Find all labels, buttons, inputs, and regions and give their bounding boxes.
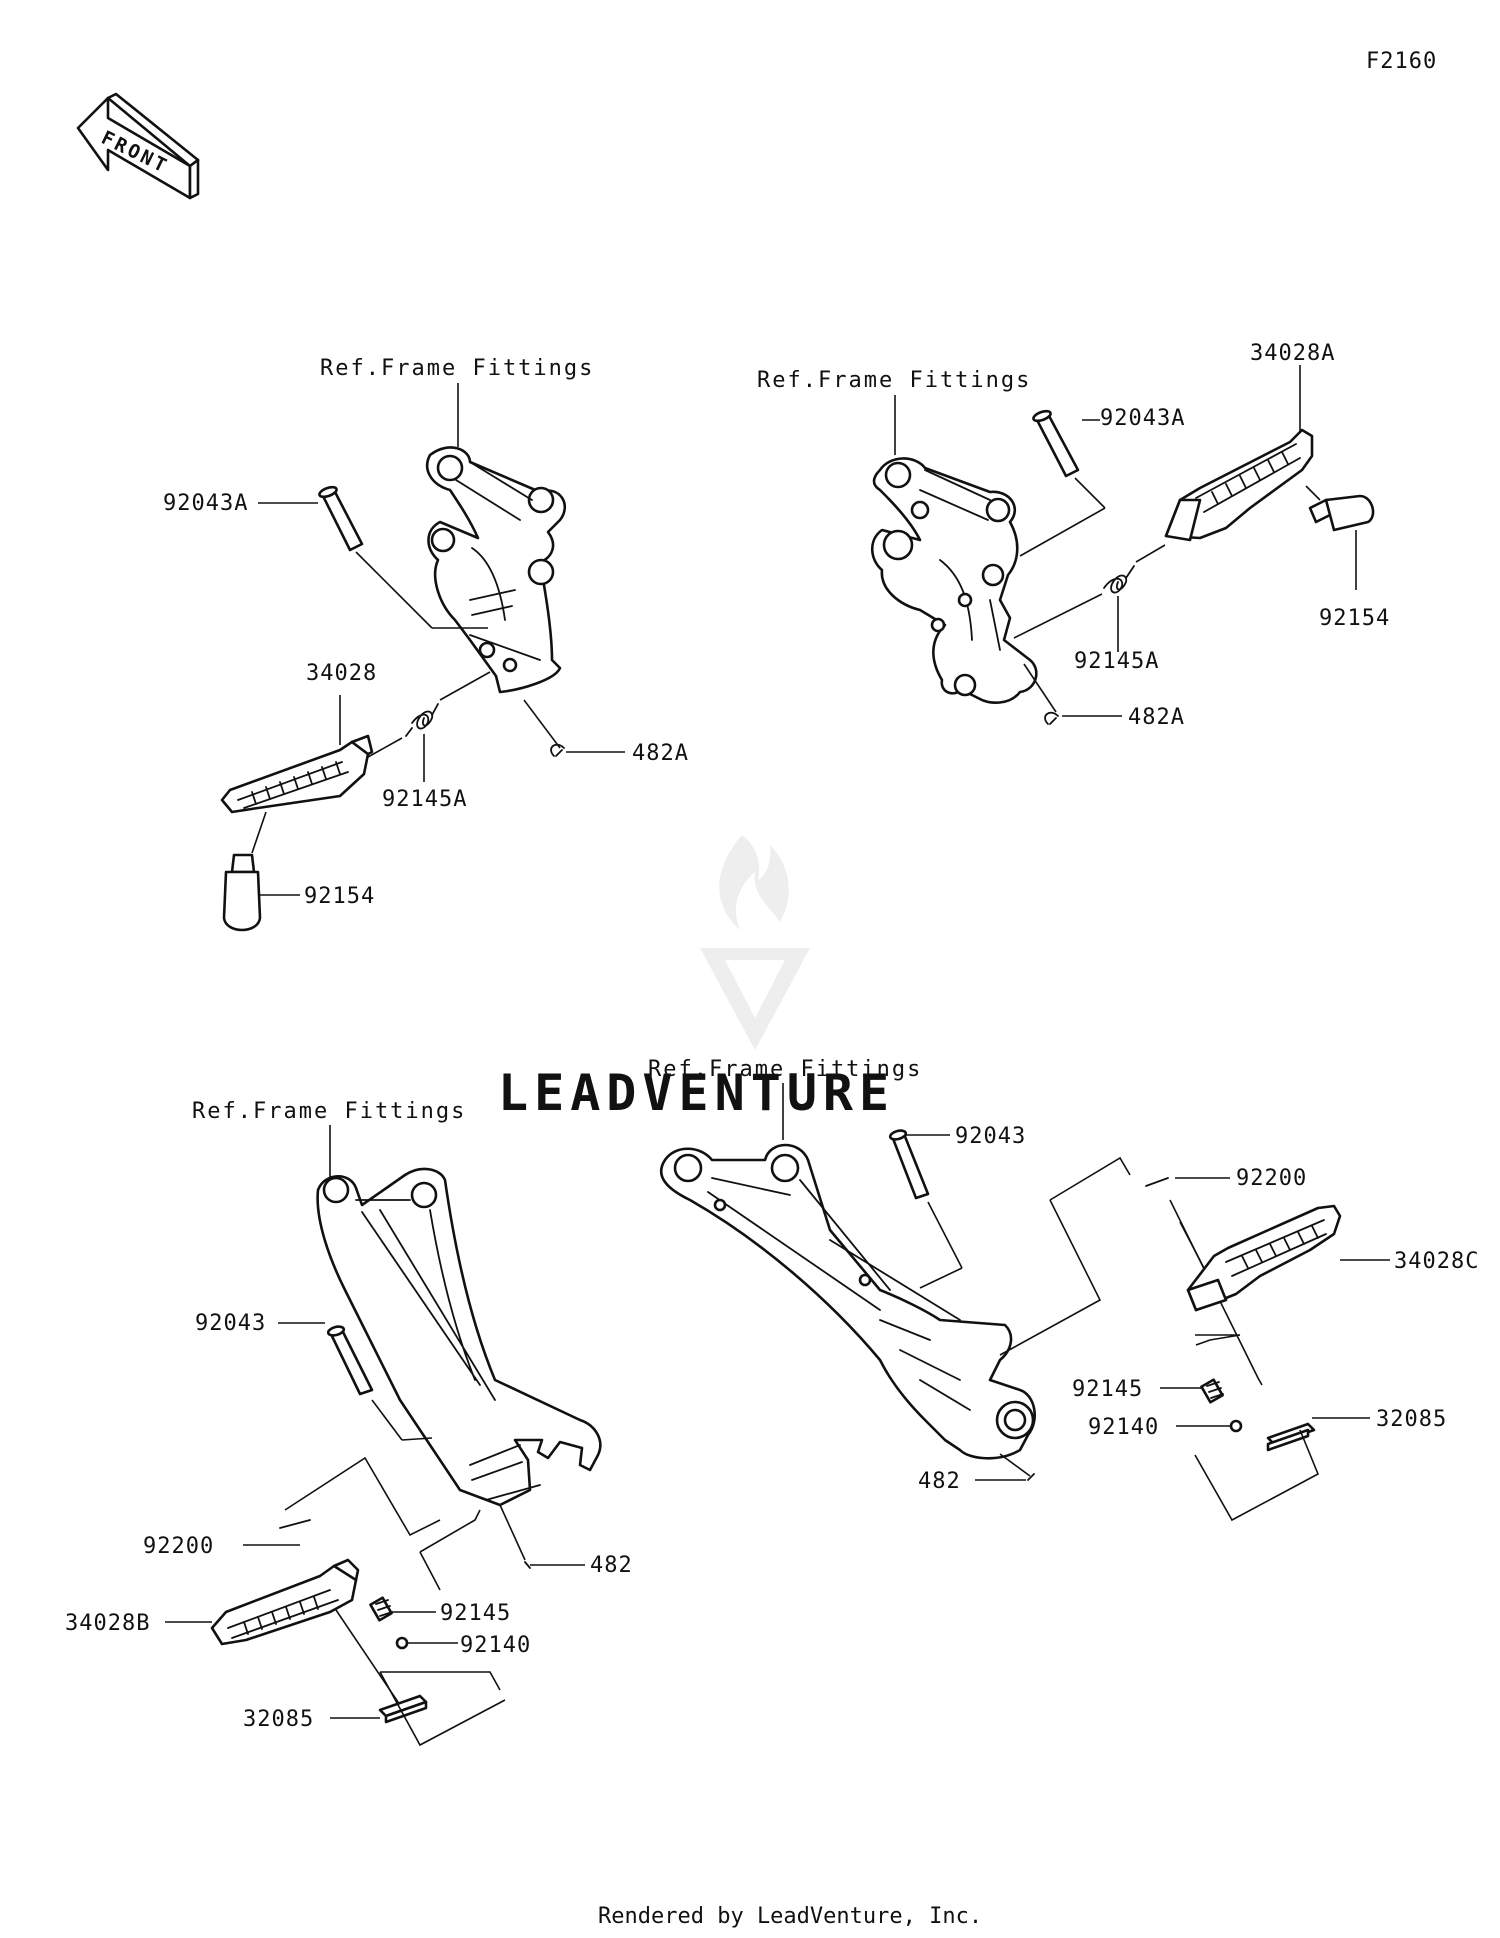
footer-credit: Rendered by LeadVenture, Inc. [598,1904,982,1929]
part-label-92200-2: 92200 [1236,1166,1307,1191]
part-label-92043A-1: 92043A [163,491,248,516]
spring-92145-2 [1200,1378,1224,1404]
plate-32085-1 [378,1694,428,1724]
part-label-34028C: 34028C [1394,1249,1479,1274]
pin-92043A-2 [1032,409,1080,478]
part-label-92145-2: 92145 [1072,1377,1143,1402]
footpeg-34028B [210,1558,360,1646]
part-label-34028B: 34028B [65,1611,150,1636]
plate-32085-2 [1266,1422,1316,1452]
circlip-482-2 [1027,1473,1035,1481]
pin-92043A-1 [318,485,364,552]
rubber-92154-2 [1308,494,1375,532]
footpeg-34028C [1186,1204,1342,1312]
rubber-92154-1 [222,853,262,932]
washer-92200-2 [1145,1177,1169,1187]
part-label-32085-2: 32085 [1376,1407,1447,1432]
part-label-92043-2: 92043 [955,1124,1026,1149]
part-label-92145A-2: 92145A [1074,649,1159,674]
watermark-text: LEADVENTURE [498,1064,895,1122]
figure-code: F2160 [1366,49,1437,74]
ref-frame-label-4: Ref.Frame Fittings [648,1057,922,1082]
part-label-482-2: 482 [918,1469,961,1494]
pin-92043-1 [326,1325,374,1396]
pin-92043-2 [888,1129,930,1200]
circlip-482A-2 [1044,711,1059,725]
part-label-92043-1: 92043 [195,1311,266,1336]
part-label-92145-1: 92145 [440,1601,511,1626]
watermark: LEADVENTURE [498,835,895,1122]
spring-92145A-1 [405,703,439,737]
spring-92145-1 [369,1596,393,1622]
washer-92200-1 [279,1519,311,1529]
part-label-32085-1: 32085 [243,1707,314,1732]
spring-92145A-2 [1103,565,1135,594]
footpeg-34028 [220,734,374,814]
leadventure-flame-logo [700,835,810,1050]
footrest-bracket-right [425,446,567,694]
part-label-92140-1: 92140 [460,1633,531,1658]
ref-frame-label-1: Ref.Frame Fittings [320,356,594,381]
front-arrow-icon: FRONT [76,92,200,200]
group-passenger-left: Ref.Frame Fittings [648,1057,1479,1522]
circlip-482A-1 [550,743,565,757]
ball-92140-1 [395,1636,409,1650]
part-label-482-1: 482 [590,1553,633,1578]
part-label-92145A-1: 92145A [382,787,467,812]
part-label-92043A-2: 92043A [1100,406,1185,431]
part-label-482A-1: 482A [632,741,689,766]
footpeg-34028A [1164,428,1314,542]
group-rider-left: Ref.Frame Fittings [757,341,1390,730]
footrest-bracket-left [870,457,1038,704]
part-label-92154-1: 92154 [304,884,375,909]
part-label-92200-1: 92200 [143,1534,214,1559]
part-label-34028A: 34028A [1250,341,1335,366]
ball-92140-2 [1229,1419,1243,1433]
part-label-482A-2: 482A [1128,705,1185,730]
passenger-bracket-right [316,1167,602,1507]
ref-frame-label-2: Ref.Frame Fittings [757,368,1031,393]
passenger-bracket-left [659,1143,1036,1460]
part-label-92154-2: 92154 [1319,606,1390,631]
ref-frame-label-3: Ref.Frame Fittings [192,1099,466,1124]
part-label-34028: 34028 [306,661,377,686]
group-passenger-right: Ref.Frame Fittings [65,1099,633,1747]
part-label-92140-2: 92140 [1088,1415,1159,1440]
group-rider-right: Ref.Frame Fittings [163,356,689,932]
